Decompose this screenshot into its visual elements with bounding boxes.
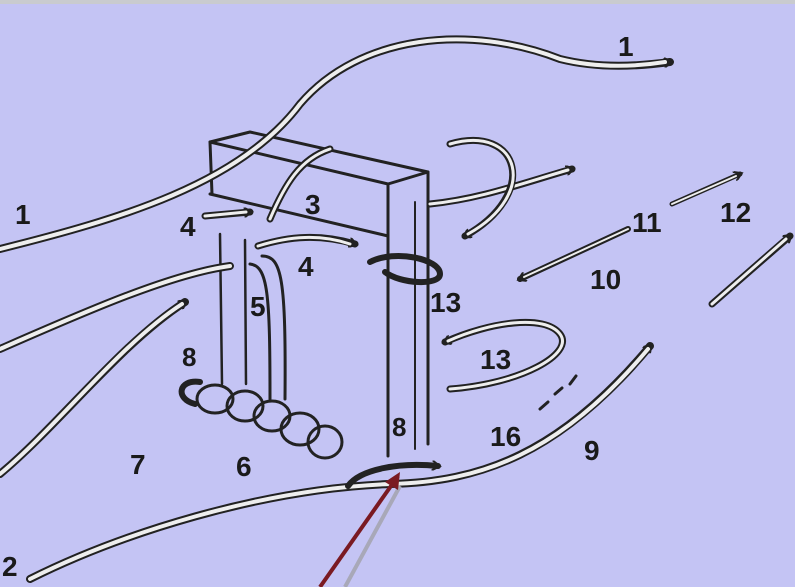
label-13a: 13 [430,287,461,318]
label-8-right: 8 [392,412,406,442]
label-7: 7 [130,449,146,480]
label-5: 5 [250,291,266,322]
label-1-top: 1 [618,31,634,62]
label-2: 2 [2,551,18,582]
coil-spring [195,383,344,460]
label-1-left: 1 [15,199,31,230]
label-3: 3 [305,189,321,220]
pointer-arrow [318,472,402,587]
label-13b: 13 [480,344,511,375]
label-12: 12 [720,197,751,228]
label-9: 9 [584,435,600,466]
label-8-left: 8 [182,342,196,372]
airflow-diagram: 1 1 2 3 4 4 5 6 7 8 8 9 10 11 12 13 13 1… [0,31,794,587]
label-11: 11 [632,207,662,238]
diagram-labels: 1 1 2 3 4 4 5 6 7 8 8 9 10 11 12 13 13 1… [2,31,751,582]
tower-structure [195,130,430,460]
label-4b: 4 [298,251,314,282]
label-6: 6 [236,451,252,482]
label-16: 16 [490,421,521,452]
diagram-canvas: 1 1 2 3 4 4 5 6 7 8 8 9 10 11 12 13 13 1… [0,4,795,587]
label-4a: 4 [180,211,196,242]
label-10: 10 [590,264,621,295]
